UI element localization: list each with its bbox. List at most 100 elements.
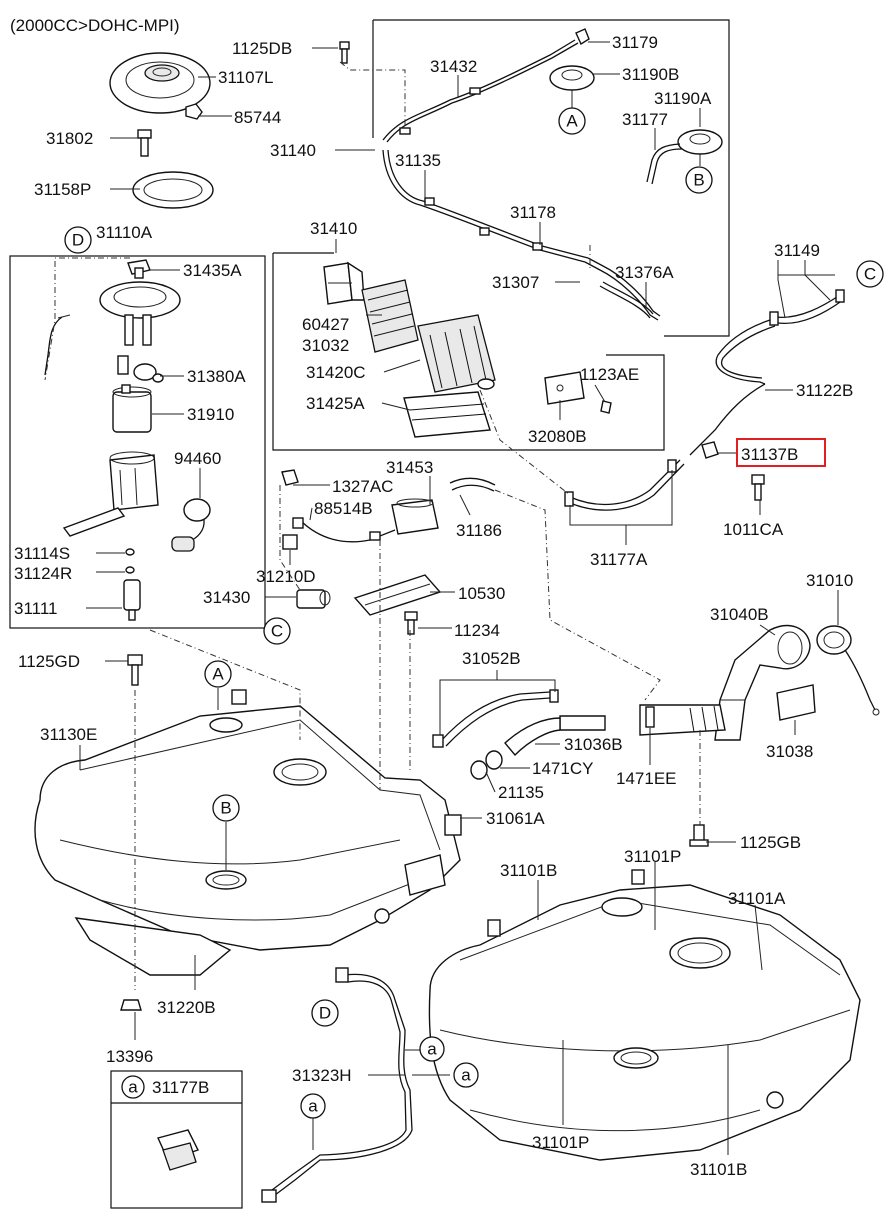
bolt-1125DB [339, 41, 350, 64]
label-32080B: 32080B [528, 427, 587, 446]
label-31177A: 31177A [590, 550, 648, 569]
label-31420C: 31420C [306, 363, 366, 382]
filler-cap-31010 [816, 625, 880, 716]
label-1011CA: 1011CA [723, 520, 784, 539]
label-31140: 31140 [270, 141, 316, 160]
vent-tube-31135-31178 [382, 149, 589, 263]
label-31178: 31178 [510, 203, 556, 222]
label-31101B-top: 31101B [500, 861, 557, 880]
label-31061A: 31061A [486, 809, 545, 828]
pipe-31122B [689, 319, 776, 456]
label-plate-31038 [776, 684, 816, 721]
ref-circle-B-tank: B [212, 794, 240, 822]
label-31135: 31135 [395, 151, 441, 170]
label-31038: 31038 [766, 742, 813, 761]
ref-circle-C-right: C [856, 260, 884, 288]
label-94460: 94460 [174, 449, 221, 468]
part-labels: 1125DB 31107L 85744 31802 31158P 31432 3… [14, 33, 853, 1179]
ref-letter-C-left: C [271, 622, 283, 641]
bolt-1123AE [600, 400, 612, 414]
label-31122B: 31122B [796, 381, 853, 400]
pump-wire [44, 314, 71, 376]
pump-flange [99, 281, 181, 346]
label-1471EE: 1471EE [616, 769, 677, 788]
clamp-1471EE [645, 706, 655, 728]
vent-tube-31432 [382, 39, 579, 143]
label-1327AC: 1327AC [332, 477, 393, 496]
ref-letter-B-tank: B [220, 799, 231, 818]
ref-letter-a-2: a [461, 1066, 471, 1085]
clips-31114S-31124R [125, 548, 135, 574]
hose-31177A [564, 459, 685, 511]
group-box-31140 [373, 19, 730, 337]
bracket-32080B [544, 371, 585, 405]
label-31052B: 31052B [462, 649, 521, 668]
ref-letter-A-top: A [566, 112, 578, 131]
label-31210D: 31210D [256, 567, 316, 586]
ref-circle-a-3: a [300, 1093, 326, 1119]
bolt-1011CA [751, 474, 765, 501]
nut-13396 [120, 999, 142, 1011]
ref-circle-a-2: a [453, 1062, 479, 1088]
hose-31149 [769, 289, 845, 326]
valve-31190A [677, 129, 723, 166]
vent-tube-31307-31376A [584, 257, 661, 321]
inset-box-31177B [110, 1070, 243, 1209]
leader-lines [79, 41, 839, 1155]
sender-94460 [171, 498, 211, 552]
valve-31179 [575, 28, 590, 46]
filler-pipe-31036B [504, 704, 726, 757]
ref-circle-D-bottom: D [311, 999, 339, 1027]
pump-clip-31435A [127, 259, 151, 279]
label-31036B: 31036B [564, 735, 623, 754]
bolt-1125GB [689, 824, 709, 847]
clip-85744 [185, 103, 203, 120]
fuel-tank-31101 [428, 869, 861, 1161]
label-13396: 13396 [106, 1047, 153, 1066]
label-31101B-bottom: 31101B [690, 1160, 747, 1179]
wire-88514B [292, 517, 396, 543]
valve-31190B [549, 65, 595, 108]
label-31158P: 31158P [34, 180, 91, 199]
label-31186: 31186 [456, 521, 502, 540]
label-31130E: 31130E [40, 725, 97, 744]
label-31380A: 31380A [187, 367, 246, 386]
label-31101P-bottom: 31101P [532, 1133, 589, 1152]
filler-neck-31040B [714, 625, 811, 741]
label-31101A: 31101A [728, 889, 786, 908]
label-31410: 31410 [310, 219, 357, 238]
ref-letter-a-1: a [427, 1040, 437, 1059]
valve-31430 [296, 589, 331, 609]
label-31190B: 31190B [622, 65, 679, 84]
ref-circle-a-1: a [419, 1036, 445, 1062]
ref-letter-A-tank: A [212, 665, 224, 684]
ref-letter-C-right: C [864, 265, 876, 284]
clamp-1471CY [485, 750, 503, 770]
group-box-31410 [272, 253, 665, 451]
label-31040B: 31040B [710, 605, 769, 624]
bracket-10530 [353, 574, 442, 616]
label-31010: 31010 [806, 571, 853, 590]
hose-31177 [646, 143, 683, 185]
clamp-21135 [470, 760, 488, 780]
bolt-11234 [404, 611, 418, 635]
label-31177: 31177 [622, 110, 668, 129]
label-31453: 31453 [386, 458, 433, 477]
hose-31052B [432, 689, 559, 748]
heat-shield-31220B [74, 917, 232, 976]
label-31179: 31179 [612, 33, 658, 52]
canister-31032 [361, 279, 419, 353]
pump-cover-31107L [109, 52, 211, 114]
label-31190A: 31190A [654, 89, 712, 108]
label-21135: 21135 [498, 783, 544, 802]
screw-31802 [137, 129, 152, 157]
regulator-31380A [117, 355, 164, 383]
pump-motor-31111 [123, 579, 141, 621]
label-31220B: 31220B [157, 998, 216, 1017]
hose-31186 [449, 477, 496, 492]
label-11234: 11234 [454, 621, 500, 640]
group-box-31110A [9, 255, 266, 629]
clip-31177B-inset [157, 1129, 199, 1171]
fuel-line-31323H [261, 967, 413, 1203]
ref-letter-a-3: a [308, 1097, 318, 1116]
